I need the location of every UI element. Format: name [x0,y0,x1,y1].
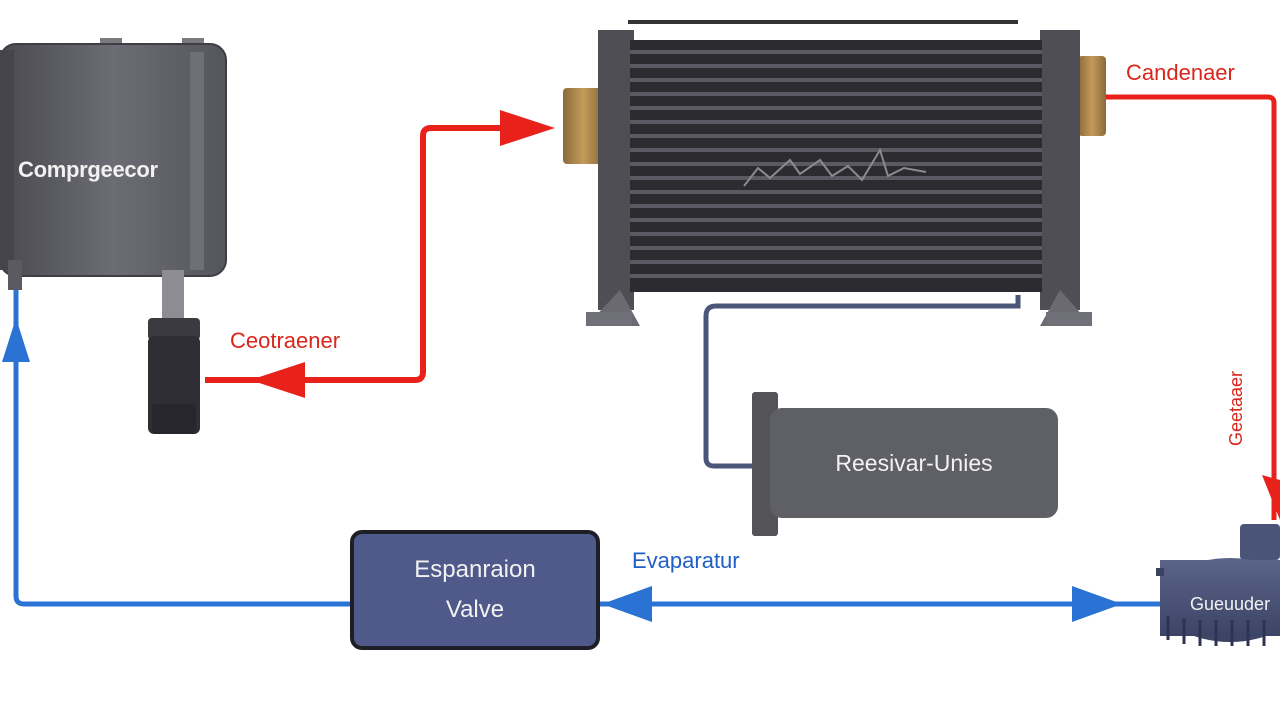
condenser-label: Candenaer [1126,60,1235,85]
hot-line-top [205,110,555,398]
evaporator-unit [1156,524,1280,646]
expansion-valve-label-line1: Espanraion [414,556,536,583]
hot-line-right [1105,94,1280,520]
receiver [752,392,1058,536]
cold-line [2,290,1160,622]
hot-line-right-label: Geetaaer [1226,370,1246,446]
condenser [563,20,1106,326]
hot-line-label: Ceotraener [230,328,341,353]
compressor-label: Comprgeecor [18,157,158,182]
evaporator-line-label: Evaparatur [632,548,740,573]
condenser-fins [630,50,1042,278]
receiver-line [703,295,1021,469]
evaporator-unit-label: Gueuuder [1190,594,1271,614]
compressor [0,38,227,434]
expansion-valve-label-line2: Valve [445,596,505,623]
expansion-valve [350,530,600,650]
receiver-label: Reesivar-Unies [835,450,993,476]
